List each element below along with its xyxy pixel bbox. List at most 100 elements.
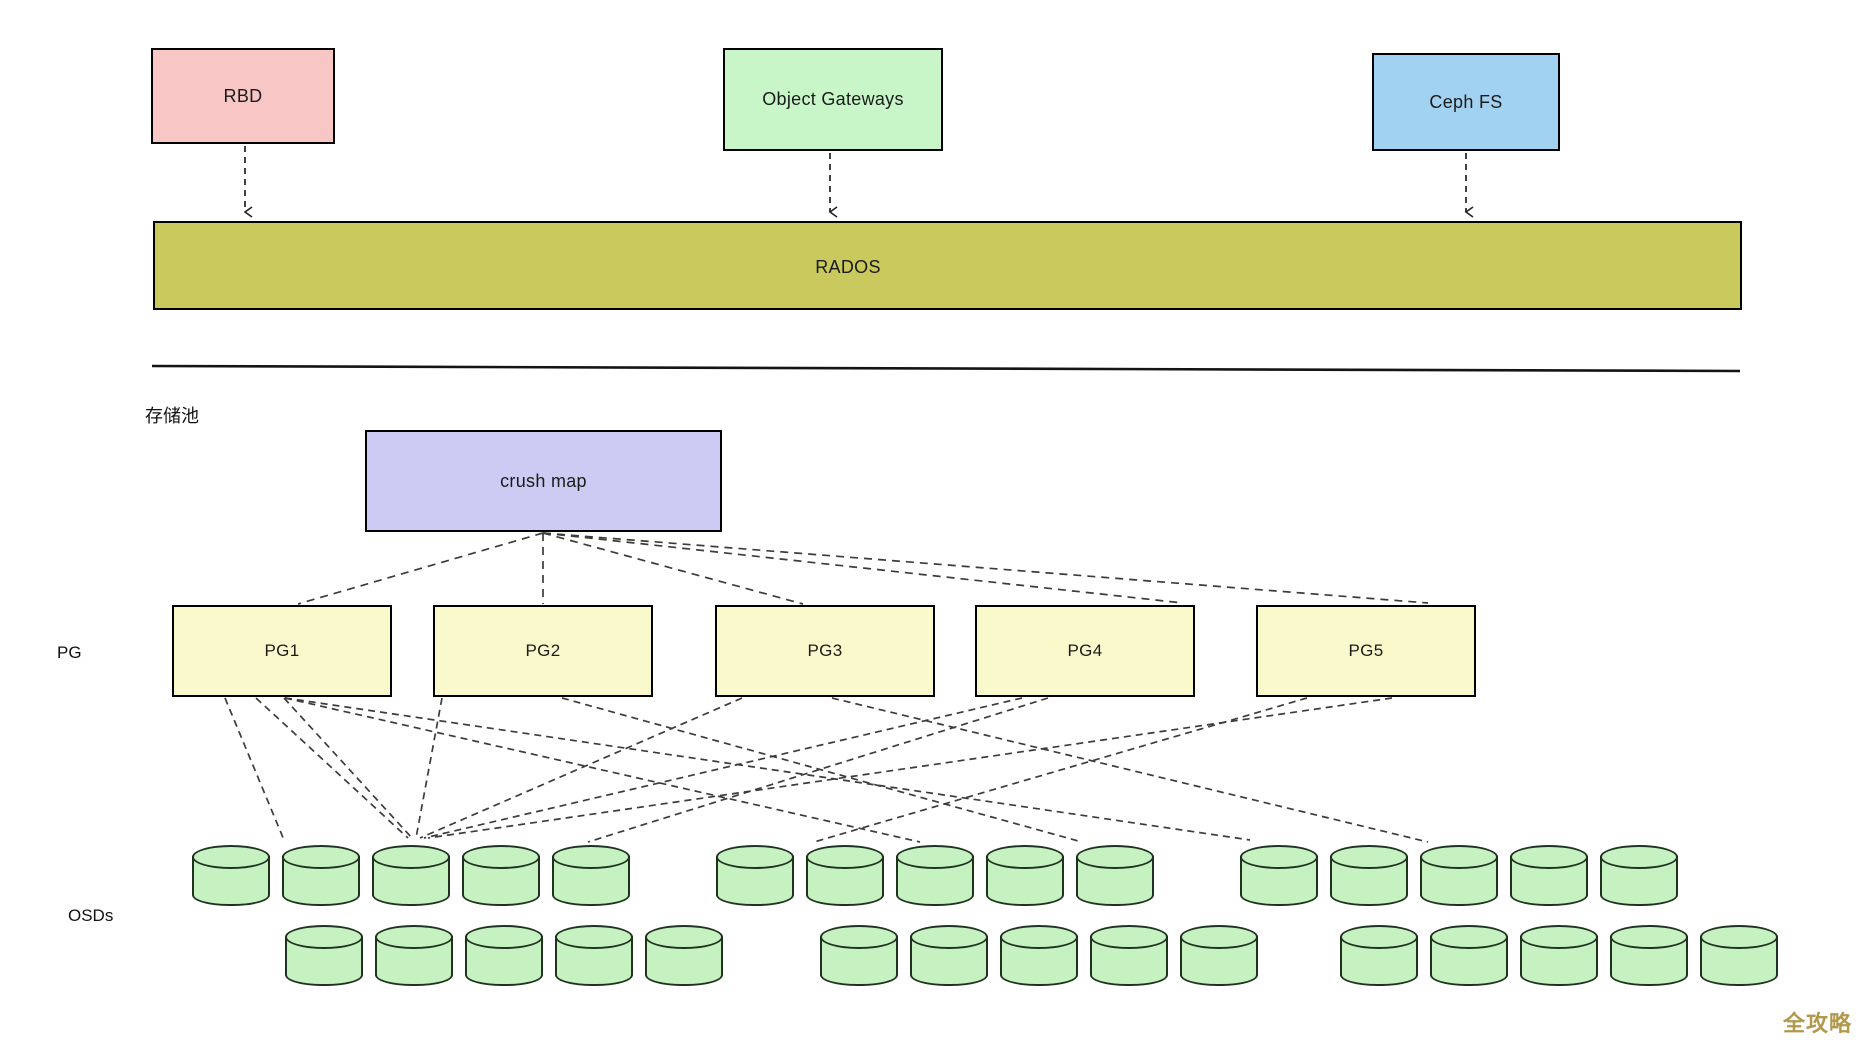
rados-label: RADOS [815, 257, 881, 277]
pg-box-label: PG3 [807, 641, 843, 660]
osd-cylinder-lid [1700, 925, 1778, 949]
pg-box-pg3: PG3 [715, 605, 935, 697]
osd-cylinder-lid [375, 925, 453, 949]
pg-box-pg5: PG5 [1256, 605, 1476, 697]
osd-cylinder [896, 845, 974, 908]
osd-cylinder-lid [285, 925, 363, 949]
osd-cylinder-lid [1430, 925, 1508, 949]
osd-cylinder [462, 845, 540, 908]
pg-to-osd-line [423, 697, 1023, 839]
osd-cylinder [1600, 845, 1678, 908]
osd-cylinder [282, 845, 360, 908]
crush-map-label: crush map [500, 470, 587, 491]
ceph-fs-box: Ceph FS [1372, 53, 1560, 151]
osd-cylinder [1520, 925, 1598, 988]
osd-cylinder [552, 845, 630, 908]
pg-to-osd-line [224, 697, 285, 841]
osd-cylinder-lid [1090, 925, 1168, 949]
osd-cylinder [645, 925, 723, 988]
pg-box-label: PG4 [1067, 641, 1103, 660]
osd-cylinder [1076, 845, 1154, 908]
pg-box-pg2: PG2 [433, 605, 653, 697]
osd-cylinder [555, 925, 633, 988]
osd-cylinder-lid [1600, 845, 1678, 869]
crush-to-pg-line [297, 532, 544, 605]
rbd-box: RBD [151, 48, 335, 144]
osd-cylinder-lid [192, 845, 270, 869]
separator-line [151, 364, 1741, 373]
pg-box-pg4: PG4 [975, 605, 1195, 697]
watermark: 全攻略 [1783, 1011, 1853, 1036]
crush-map-box: crush map [365, 430, 722, 532]
osd-cylinder [1430, 925, 1508, 988]
osd-cylinder [820, 925, 898, 988]
osds-row-label: OSDs [68, 906, 114, 925]
pg-to-osd-line [587, 697, 1049, 843]
pg-row-label: PG [57, 643, 82, 662]
osd-cylinder-lid [1610, 925, 1688, 949]
pg-box-pg1: PG1 [172, 605, 392, 697]
osd-cylinder [465, 925, 543, 988]
osd-cylinder-lid [1520, 925, 1598, 949]
osd-cylinder [986, 845, 1064, 908]
osd-cylinder-lid [645, 925, 723, 949]
osd-cylinder-lid [552, 845, 630, 869]
osd-cylinder [1000, 925, 1078, 988]
pg-box-label: PG5 [1348, 641, 1384, 660]
pg-box-label: PG2 [525, 641, 561, 660]
rbd-label: RBD [223, 85, 263, 106]
osd-cylinder [806, 845, 884, 908]
crush-to-pg-line [542, 532, 1184, 604]
osd-cylinder-lid [806, 845, 884, 869]
osd-cylinder-lid [1340, 925, 1418, 949]
osd-cylinder-lid [1510, 845, 1588, 869]
osd-cylinder [910, 925, 988, 988]
osd-cylinder-lid [910, 925, 988, 949]
osd-cylinder-lid [820, 925, 898, 949]
osd-cylinder-lid [1000, 925, 1078, 949]
pg-to-osd-line [561, 697, 1083, 843]
osd-cylinder-lid [1420, 845, 1498, 869]
osd-cylinder-lid [1240, 845, 1318, 869]
pg-to-osd-line [284, 697, 921, 843]
pg-to-osd-line [427, 697, 1393, 839]
osd-cylinder [192, 845, 270, 908]
pg-to-osd-line [831, 697, 1429, 843]
osd-cylinder [1180, 925, 1258, 988]
osd-cylinder [372, 845, 450, 908]
object-gateways-box: Object Gateways [723, 48, 943, 151]
osd-cylinder-lid [465, 925, 543, 949]
osd-cylinder-lid [1330, 845, 1408, 869]
pg-to-osd-line [284, 697, 1251, 841]
ceph-fs-label: Ceph FS [1429, 91, 1503, 112]
osd-cylinder [1340, 925, 1418, 988]
osd-cylinder [1610, 925, 1688, 988]
osd-cylinder-lid [896, 845, 974, 869]
osd-cylinder [716, 845, 794, 908]
osd-cylinder [1330, 845, 1408, 908]
pg-box-label: PG1 [264, 641, 300, 660]
osd-cylinder-lid [986, 845, 1064, 869]
osd-cylinder [1240, 845, 1318, 908]
osd-cylinder [1090, 925, 1168, 988]
osd-cylinder-lid [372, 845, 450, 869]
pg-to-osd-line [283, 697, 413, 839]
pg-to-osd-line [419, 697, 743, 839]
pg-to-osd-line [813, 697, 1308, 843]
rados-bar: RADOS [153, 221, 1742, 310]
osd-cylinder-lid [555, 925, 633, 949]
osd-cylinder-lid [462, 845, 540, 869]
crush-to-pg-line [542, 532, 804, 605]
osd-cylinder [1510, 845, 1588, 908]
osd-cylinder-lid [282, 845, 360, 869]
pg-to-osd-line [255, 697, 409, 839]
osd-cylinder-lid [1076, 845, 1154, 869]
osd-cylinder [375, 925, 453, 988]
storage-pool-label: 存储池 [145, 406, 199, 426]
osd-cylinder [285, 925, 363, 988]
osd-cylinder [1700, 925, 1778, 988]
osd-cylinder-lid [1180, 925, 1258, 949]
crush-to-pg-line [542, 532, 1429, 604]
